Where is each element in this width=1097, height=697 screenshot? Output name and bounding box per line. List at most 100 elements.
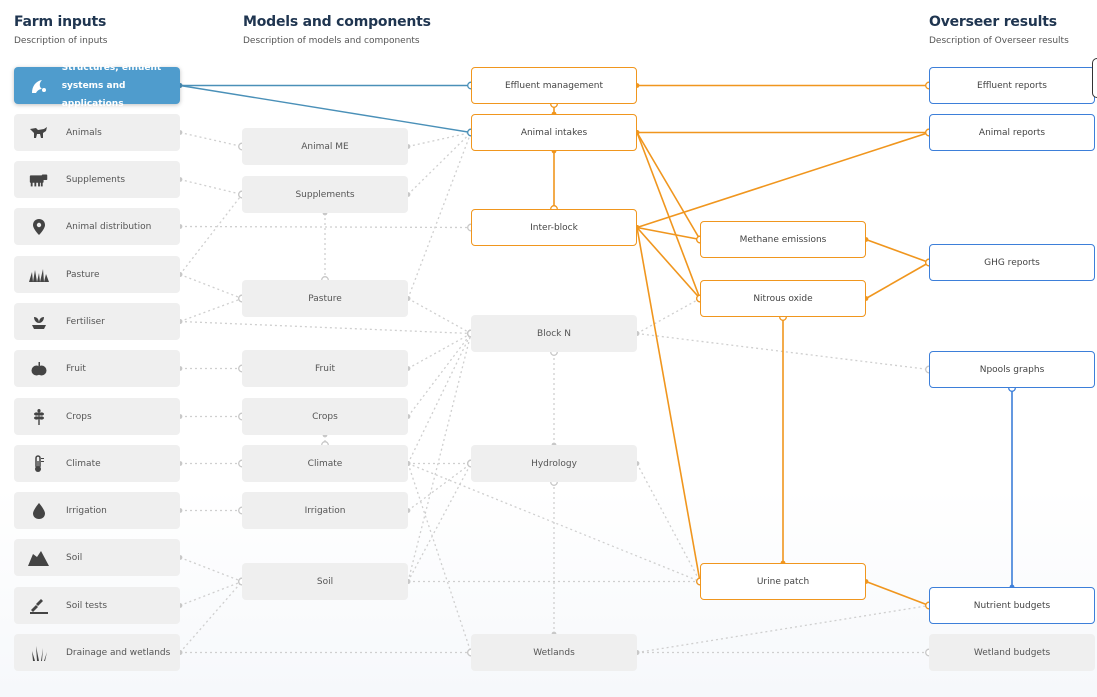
- models-header: Models and components Description of mod…: [243, 14, 431, 46]
- link-grey: [407, 462, 472, 512]
- input-node-drainage[interactable]: Drainage and wetlands: [14, 634, 180, 671]
- model-node-hydrology[interactable]: Hydrology: [471, 445, 637, 482]
- input-label: Drainage and wetlands: [66, 647, 171, 658]
- result-node-animrep[interactable]: Animal reports: [929, 114, 1095, 151]
- inputs-description[interactable]: Description of inputs: [14, 36, 108, 46]
- result-node-effrep[interactable]: Effluent reports: [929, 67, 1095, 104]
- input-label: Crops: [66, 411, 92, 422]
- side-panel-tab[interactable]: [1092, 58, 1097, 98]
- link-grey: [407, 297, 472, 335]
- input-node-irrigation[interactable]: Irrigation: [14, 492, 180, 529]
- link-grey: [407, 463, 472, 582]
- model-label: Effluent management: [504, 80, 603, 91]
- submodel-label: Methane emissions: [739, 234, 827, 245]
- component-label: Climate: [307, 458, 343, 469]
- link-grey: [407, 132, 472, 195]
- models-title: Models and components: [243, 14, 431, 30]
- input-label: Animals: [66, 127, 102, 138]
- link-grey: [636, 297, 701, 335]
- component-node-csupplements[interactable]: Supplements: [242, 176, 408, 213]
- apple-icon: [28, 360, 50, 378]
- link-grey: [407, 333, 472, 582]
- link-grey: [179, 273, 243, 300]
- component-label: Pasture: [308, 293, 342, 304]
- input-node-animals[interactable]: Animals: [14, 114, 180, 151]
- link-grey: [407, 131, 472, 148]
- input-label: Animal distribution: [66, 221, 152, 232]
- models-description[interactable]: Description of models and components: [243, 36, 420, 46]
- input-node-fruit[interactable]: Fruit: [14, 350, 180, 387]
- fertiliser-icon: [28, 313, 50, 331]
- input-node-supplements[interactable]: Supplements: [14, 161, 180, 198]
- input-node-soiltests[interactable]: Soil tests: [14, 587, 180, 624]
- results-description[interactable]: Description of Overseer results: [929, 36, 1069, 46]
- component-label: Irrigation: [304, 505, 346, 516]
- model-label: Hydrology: [531, 458, 577, 469]
- input-node-soil[interactable]: Soil: [14, 539, 180, 576]
- link-orange: [865, 238, 930, 264]
- input-node-climate[interactable]: Climate: [14, 445, 180, 482]
- submodel-node-nitrous[interactable]: Nitrous oxide: [700, 280, 866, 317]
- model-label: Block N: [537, 328, 571, 339]
- submodel-node-urine[interactable]: Urine patch: [700, 563, 866, 600]
- result-label: Npools graphs: [979, 364, 1045, 375]
- result-node-ghg[interactable]: GHG reports: [929, 244, 1095, 281]
- model-node-wetlands[interactable]: Wetlands: [471, 634, 637, 671]
- link-grey: [179, 178, 243, 196]
- result-label: GHG reports: [984, 257, 1040, 268]
- link-grey: [407, 132, 472, 299]
- results-title: Overseer results: [929, 14, 1057, 30]
- link-orange: [636, 131, 930, 229]
- model-node-blockn[interactable]: Block N: [471, 315, 637, 352]
- component-node-cirrigation[interactable]: Irrigation: [242, 492, 408, 529]
- link-grey: [179, 131, 243, 148]
- link-orange: [865, 261, 930, 300]
- input-node-fertiliser[interactable]: Fertiliser: [14, 303, 180, 340]
- model-node-effluent[interactable]: Effluent management: [471, 67, 637, 104]
- location-pin-icon: [28, 218, 50, 236]
- component-node-csoil[interactable]: Soil: [242, 563, 408, 600]
- link-grey: [179, 556, 243, 583]
- inputs-header: Farm inputs Description of inputs: [14, 14, 108, 46]
- link-grey: [407, 333, 472, 464]
- result-node-nutrient[interactable]: Nutrient budgets: [929, 587, 1095, 624]
- component-node-cpasture[interactable]: Pasture: [242, 280, 408, 317]
- link-grey: [407, 332, 472, 370]
- input-node-distribution[interactable]: Animal distribution: [14, 208, 180, 245]
- component-node-cclimate[interactable]: Climate: [242, 445, 408, 482]
- shovel-icon: [28, 597, 50, 615]
- effluent-icon: [28, 77, 50, 95]
- model-node-interblock[interactable]: Inter-block: [471, 209, 637, 246]
- rocks-icon: [28, 549, 50, 567]
- link-blueA: [179, 84, 472, 134]
- input-label: Irrigation: [66, 505, 107, 516]
- link-orange: [636, 226, 701, 241]
- model-label: Inter-block: [530, 222, 578, 233]
- input-label: Structures, effluent systems and applica…: [61, 62, 162, 109]
- input-label: Soil tests: [66, 600, 108, 611]
- component-node-cfruit[interactable]: Fruit: [242, 350, 408, 387]
- submodel-node-methane[interactable]: Methane emissions: [700, 221, 866, 258]
- component-label: Fruit: [315, 363, 335, 374]
- cow-icon: [28, 171, 50, 189]
- link-grey: [179, 580, 243, 607]
- result-label: Effluent reports: [977, 80, 1047, 91]
- result-node-wetbud[interactable]: Wetland budgets: [929, 634, 1095, 671]
- result-node-npools[interactable]: Npools graphs: [929, 351, 1095, 388]
- submodel-label: Urine patch: [756, 576, 810, 587]
- link-orange: [636, 227, 701, 582]
- animal-icon: [28, 124, 50, 142]
- link-orange: [636, 226, 701, 300]
- component-node-animalme[interactable]: Animal ME: [242, 128, 408, 165]
- input-node-crops[interactable]: Crops: [14, 398, 180, 435]
- component-label: Animal ME: [301, 141, 349, 152]
- grass-icon: [28, 266, 50, 284]
- link-grey: [407, 333, 472, 417]
- component-node-ccrops[interactable]: Crops: [242, 398, 408, 435]
- input-node-pasture[interactable]: Pasture: [14, 256, 180, 293]
- submodel-label: Nitrous oxide: [753, 293, 813, 304]
- component-label: Supplements: [295, 189, 355, 200]
- model-node-intakes[interactable]: Animal intakes: [471, 114, 637, 151]
- component-label: Crops: [312, 411, 338, 422]
- input-node-structures[interactable]: Structures, effluent systems and applica…: [14, 63, 180, 109]
